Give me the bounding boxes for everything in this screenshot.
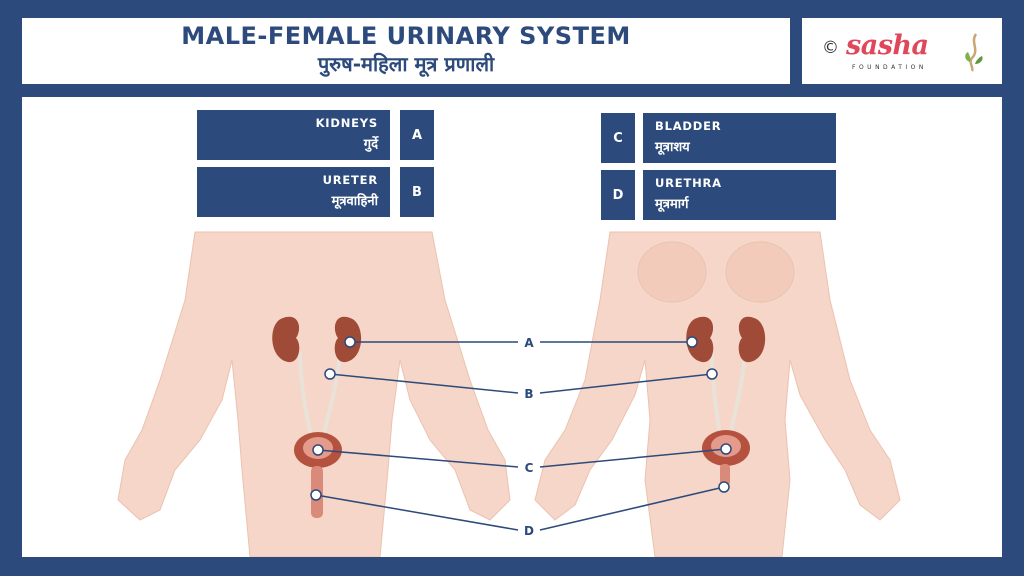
title-banner: MALE-FEMALE URINARY SYSTEM पुरुष-महिला म… [22,18,790,84]
female-urinary-organs [686,316,766,486]
brand-logo-text: sasha [846,30,929,61]
label-ureter-hi: मूत्रवाहिनी [331,194,378,209]
key-d: D [601,170,635,220]
logo-banner: © sasha FOUNDATION [802,18,1002,84]
pointer-label-d: D [524,524,534,538]
pointer-label-b: B [524,387,533,401]
brand-logo-subtitle: FOUNDATION [852,64,927,71]
male-body [117,231,511,557]
key-a: A [400,110,434,160]
title-english: MALE-FEMALE URINARY SYSTEM [181,22,631,50]
title-hindi: पुरुष-महिला मूत्र प्रणाली [317,52,495,76]
copyright-symbol: © [822,38,839,58]
label-kidneys-hi: गुर्दे [363,137,378,152]
female-body [534,231,901,557]
pointer-markers [310,336,732,501]
label-kidneys-en: KIDNEYS [315,116,378,130]
label-urethra-en: URETHRA [655,176,722,190]
label-bladder-hi: मूत्राशय [655,140,690,155]
label-urethra-hi: मूत्रमार्ग [655,197,689,212]
pointer-label-a: A [524,336,534,350]
key-b: B [400,167,434,217]
label-ureter-en: URETER [322,173,378,187]
label-kidneys: KIDNEYS गुर्दे [197,110,390,160]
key-c: C [601,113,635,163]
pointer-label-c: C [525,461,534,475]
label-urethra: URETHRA मूत्रमार्ग [643,170,836,220]
label-bladder-en: BLADDER [655,119,722,133]
label-bladder: BLADDER मूत्राशय [643,113,836,163]
spine-leaf-icon [965,33,983,72]
label-ureter: URETER मूत्रवाहिनी [197,167,390,217]
pointer-lines [315,341,727,531]
